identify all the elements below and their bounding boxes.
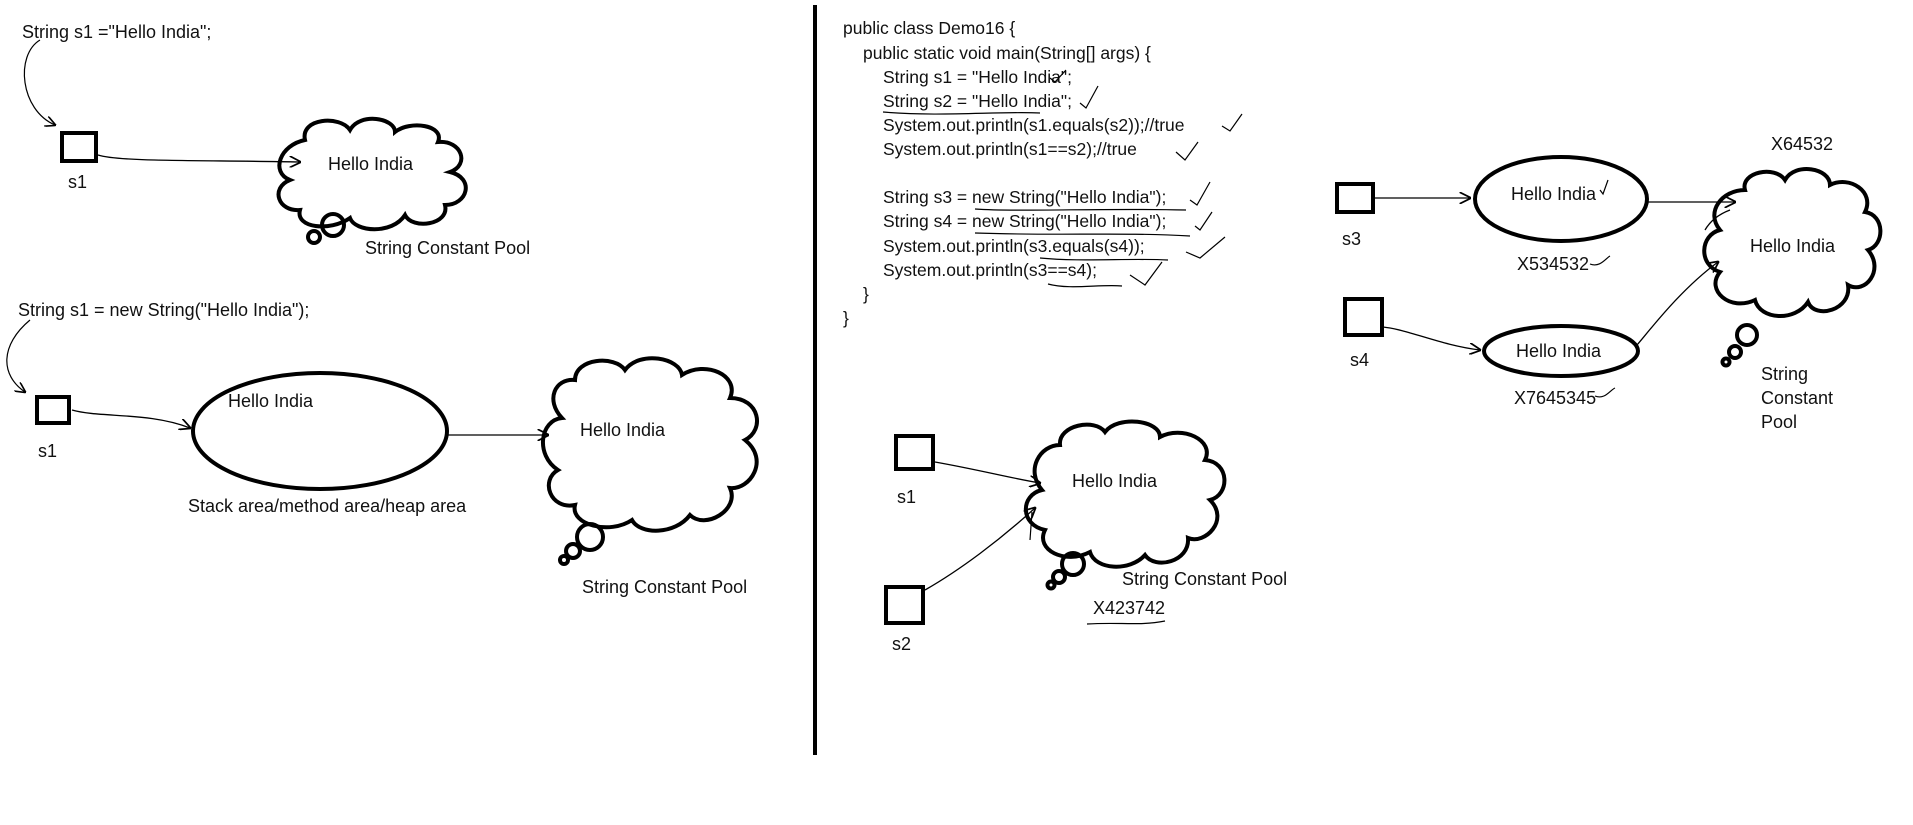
s1-to-oval-arrow xyxy=(71,409,190,428)
cloud-bubble-medium xyxy=(564,542,582,560)
cloud-bubble-small xyxy=(558,554,570,566)
pool-cloud-shape xyxy=(1023,419,1227,569)
code-line: System.out.println(s1==s2);//true xyxy=(883,139,1137,159)
right-diagram: s3 Hello India X534532 s4 Hello India X7… xyxy=(1335,134,1883,432)
code-line: } xyxy=(843,308,849,328)
pool-label-line2: Constant xyxy=(1761,388,1833,408)
oval2-address: X7645345 xyxy=(1514,388,1596,408)
s2-reference-box xyxy=(884,585,925,625)
code-line: System.out.println(s1.equals(s2));//true xyxy=(883,115,1185,135)
cloud-bubble-large xyxy=(1060,551,1086,577)
pool-label: String Constant Pool xyxy=(1122,569,1287,589)
cloud-bubble-large xyxy=(320,212,346,238)
address-label: X423742 xyxy=(1093,598,1165,618)
oval2-to-cloud-arrow xyxy=(1636,262,1718,346)
code-block: public class Demo16 { public static void… xyxy=(843,18,1243,328)
left-top-statement: String s1 ="Hello India"; xyxy=(22,22,211,42)
s3-reference-box xyxy=(1335,182,1375,214)
pool-label: String Constant Pool xyxy=(365,238,530,258)
cloud-text: Hello India xyxy=(328,154,414,174)
s2-to-cloud-arrow xyxy=(924,508,1035,591)
cloud-bubble-large xyxy=(575,522,605,552)
s1-to-cloud-arrow xyxy=(97,154,300,162)
left-bottom-diagram: String s1 = new String("Hello India"); s… xyxy=(6,300,759,597)
code-line: String s4 = new String("Hello India"); xyxy=(883,211,1166,231)
s1-reference-box xyxy=(35,395,71,425)
oval2-text: Hello India xyxy=(1516,341,1602,361)
code-line: public class Demo16 { xyxy=(843,18,1015,38)
oval-text: Hello India xyxy=(228,391,314,411)
pool-label-line3: Pool xyxy=(1761,412,1797,432)
hand-annotations xyxy=(882,69,1243,288)
pool-label-line1: String xyxy=(1761,364,1808,384)
s3-label: s3 xyxy=(1342,229,1361,249)
code-line: System.out.println(s3==s4); xyxy=(883,260,1097,280)
s1-label: s1 xyxy=(897,487,916,507)
oval1-text: Hello India xyxy=(1511,184,1597,204)
statement-to-s1-curve xyxy=(6,319,31,392)
code-line: } xyxy=(863,284,869,304)
cloud-bubble-medium xyxy=(1051,569,1067,585)
address-underline xyxy=(1086,620,1166,625)
cloud-bubble-medium xyxy=(1727,344,1743,360)
pool-cloud-shape xyxy=(541,356,759,533)
s3-heap-oval xyxy=(1473,155,1649,243)
cloud-address: X64532 xyxy=(1771,134,1833,154)
pool-cloud-shape xyxy=(276,116,468,232)
cloud-bubble-small xyxy=(1720,356,1732,368)
cloud-text: Hello India xyxy=(1072,471,1158,491)
s4-reference-box xyxy=(1343,297,1384,337)
code-line: String s1 = "Hello India"; xyxy=(883,67,1072,87)
s1-label: s1 xyxy=(38,441,57,461)
left-top-diagram: String s1 ="Hello India"; s1 Hello India… xyxy=(22,22,530,258)
s1-to-cloud-arrow xyxy=(934,461,1040,483)
statement-to-s1-curve xyxy=(23,39,55,125)
s4-to-oval-arrow xyxy=(1382,326,1480,350)
heap-object-oval xyxy=(191,371,449,491)
s2-label: s2 xyxy=(892,634,911,654)
cloud-bubble-small xyxy=(306,229,322,245)
code-line: String s3 = new String("Hello India"); xyxy=(883,187,1166,207)
cloud-bubble-large xyxy=(1735,323,1759,347)
s1-reference-box xyxy=(60,131,98,163)
left-bottom-statement: String s1 = new String("Hello India"); xyxy=(18,300,309,320)
s1-label: s1 xyxy=(68,172,87,192)
code-line: System.out.println(s3.equals(s4)); xyxy=(883,236,1145,256)
area-label: Stack area/method area/heap area xyxy=(188,496,467,516)
pool-label: String Constant Pool xyxy=(582,577,747,597)
pool-cloud-shape xyxy=(1702,167,1883,318)
cloud-text: Hello India xyxy=(580,420,666,440)
s1-reference-box xyxy=(894,434,935,471)
code-line: String s2 = "Hello India"; xyxy=(883,91,1072,111)
code-line: public static void main(String[] args) { xyxy=(863,43,1151,63)
oval1-address: X534532 xyxy=(1517,254,1589,274)
cloud-bubble-small xyxy=(1045,579,1057,591)
s4-heap-oval xyxy=(1482,324,1640,378)
mid-diagram: s1 s2 Hello India String Constant Pool X… xyxy=(884,419,1287,654)
cloud-text: Hello India xyxy=(1750,236,1836,256)
s4-label: s4 xyxy=(1350,350,1369,370)
